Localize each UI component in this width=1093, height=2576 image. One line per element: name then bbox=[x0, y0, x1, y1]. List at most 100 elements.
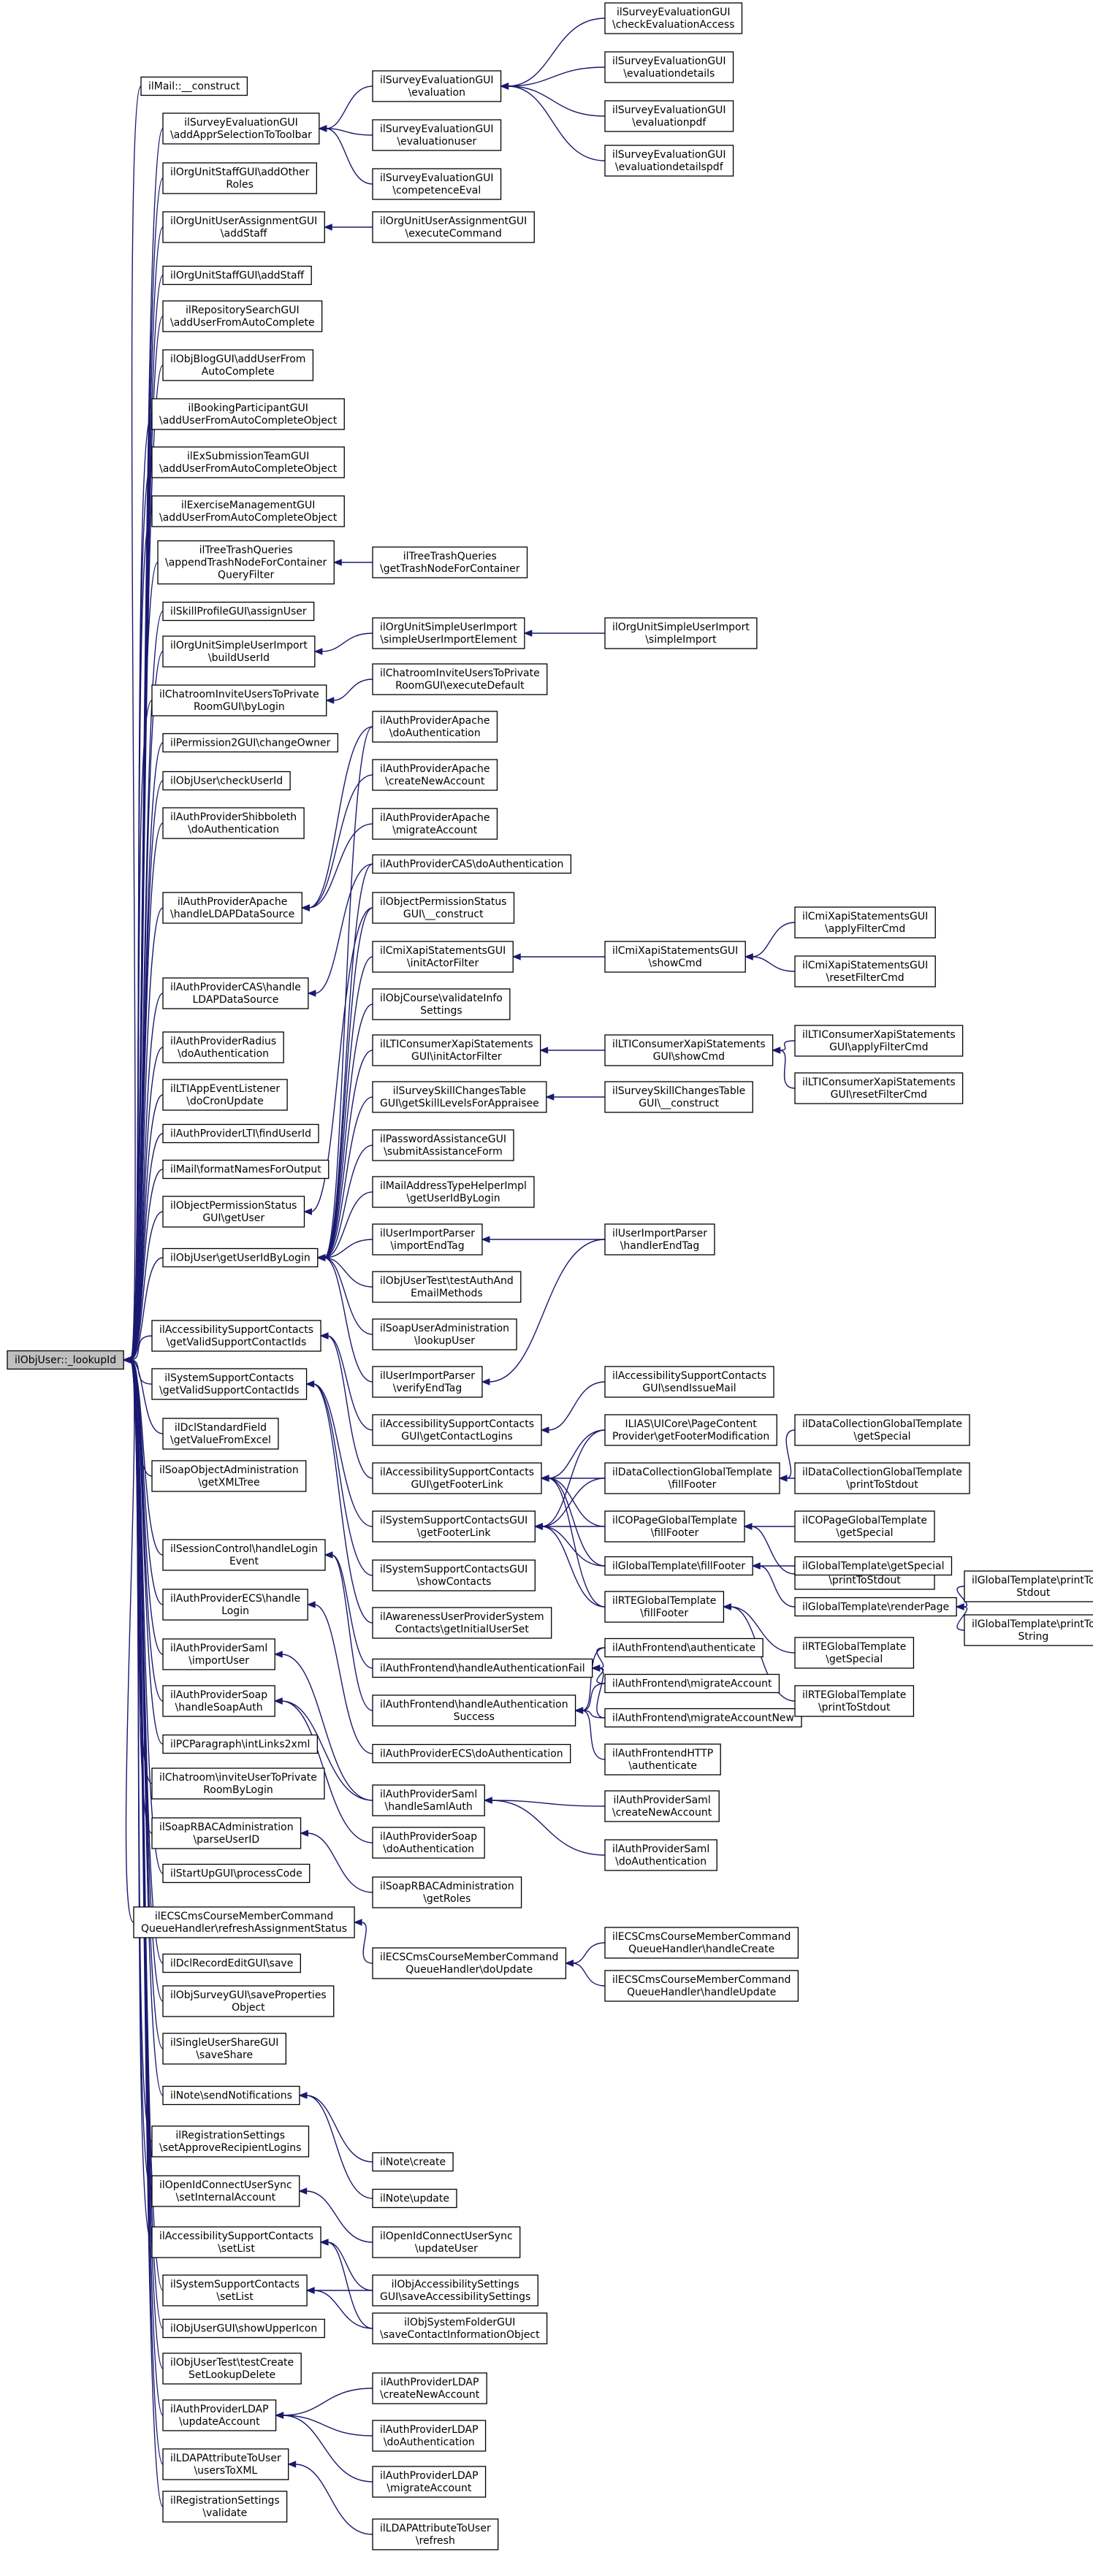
node-ilauthproviderlti-finduserid[interactable]: ilAuthProviderLTI\findUserId bbox=[162, 1123, 319, 1144]
node-ilcmixapistatementsgui-showcmd[interactable]: ilCmiXapiStatementsGUI\showCmd bbox=[604, 941, 746, 973]
node-ilsurveyevaluationgui-competenceeval[interactable]: ilSurveyEvaluationGUI\competenceEval bbox=[372, 168, 502, 200]
node-ilauthprovidersoap-doauthentication[interactable]: ilAuthProviderSoap\doAuthentication bbox=[372, 1827, 485, 1859]
node-ilexercisemanagementgui-adduserfromautocompleteobject[interactable]: ilExerciseManagementGUI\addUserFromAutoC… bbox=[151, 495, 345, 527]
node-ildatacollectionglobaltemplate-getspecial[interactable]: ilDataCollectionGlobalTemplate\getSpecia… bbox=[794, 1414, 970, 1446]
node-ilmail-formatnamesforoutput[interactable]: ilMail\formatNamesForOutput bbox=[162, 1159, 330, 1180]
node-ilauthprovidercas-doauthentication[interactable]: ilAuthProviderCAS\doAuthentication bbox=[372, 854, 572, 874]
node-ilobjbloggui-adduserfromautocomplete[interactable]: ilObjBlogGUI\addUserFromAutoComplete bbox=[162, 349, 314, 381]
node-ilauthprovidercas-handleldapdatasource[interactable]: ilAuthProviderCAS\handleLDAPDataSource bbox=[162, 977, 309, 1009]
node-ilopenidconnectusersync-updateuser[interactable]: ilOpenIdConnectUserSync\updateUser bbox=[372, 2226, 521, 2258]
node-ilnote-sendnotifications[interactable]: ilNote\sendNotifications bbox=[162, 2085, 300, 2106]
node-ilauthprovidersaml-createnewaccount[interactable]: ilAuthProviderSaml\createNewAccount bbox=[604, 1790, 720, 1822]
node-ilecscmscoursemembercommandqueuehandler-doupdate[interactable]: ilECSCmsCourseMemberCommandQueueHandler\… bbox=[372, 1947, 567, 1979]
node-ilnote-update[interactable]: ilNote\update bbox=[372, 2188, 457, 2209]
node-ilauthproviderecs-handlelogin[interactable]: ilAuthProviderECS\handleLogin bbox=[162, 1589, 308, 1621]
node-ilaccessibilitysupportcontactsgui-sendissuemail[interactable]: ilAccessibilitySupportContactsGUI\sendIs… bbox=[604, 1366, 774, 1398]
node-ilaccessibilitysupportcontacts-setlist[interactable]: ilAccessibilitySupportContacts\setList bbox=[151, 2226, 321, 2258]
node-iltreetrashqueries-gettrashnodeforcontainer[interactable]: ilTreeTrashQueries\getTrashNodeForContai… bbox=[372, 546, 528, 578]
node-ilsurveyevaluationgui-evaluationdetails[interactable]: ilSurveyEvaluationGUI\evaluationdetails bbox=[604, 51, 734, 83]
node-illdapattributetouser-refresh[interactable]: ilLDAPAttributeToUser\refresh bbox=[372, 2518, 499, 2550]
node-ilstartupgui-processcode[interactable]: ilStartUpGUI\processCode bbox=[162, 1863, 311, 1884]
node-ilchatroominviteuserstoprivateroomgui-executedefault[interactable]: ilChatroomInviteUsersToPrivateRoomGUI\ex… bbox=[372, 663, 548, 695]
node-ilmail-construct[interactable]: ilMail::__construct bbox=[140, 76, 248, 96]
node-ilpcparagraph-intlinks2xml[interactable]: ilPCParagraph\intLinks2xml bbox=[162, 1734, 319, 1754]
node-ilorgunitsimpleuserimport-simpleimport[interactable]: ilOrgUnitSimpleUserImport\simpleImport bbox=[604, 617, 758, 649]
node-ilcmixapistatementsgui-resetfiltercmd[interactable]: ilCmiXapiStatementsGUI\resetFilterCmd bbox=[794, 955, 936, 987]
node-ilaccessibilitysupportcontactsgui-getcontactlogins[interactable]: ilAccessibilitySupportContactsGUI\getCon… bbox=[372, 1414, 542, 1446]
node-illdapattributetouser-userstoxml[interactable]: ilLDAPAttributeToUser\usersToXML bbox=[162, 2448, 289, 2480]
node-ilsurveyevaluationgui-evaluationpdf[interactable]: ilSurveyEvaluationGUI\evaluationpdf bbox=[604, 100, 734, 132]
node-ilrteglobaltemplate-fillfooter[interactable]: ilRTEGlobalTemplate\fillFooter bbox=[604, 1591, 725, 1623]
node-ilobjsystemfoldergui-savecontactinformationobject[interactable]: ilObjSystemFolderGUI\saveContactInformat… bbox=[372, 2312, 548, 2344]
node-ilsurveyevaluationgui-evaluation[interactable]: ilSurveyEvaluationGUI\evaluation bbox=[372, 70, 502, 102]
node-ilauthfrontend-handleauthenticationsuccess[interactable]: ilAuthFrontend\handleAuthenticationSucce… bbox=[372, 1694, 576, 1727]
node-ilsoapuseradministration-lookupuser[interactable]: ilSoapUserAdministration\lookupUser bbox=[372, 1318, 517, 1350]
node-ilecscmscoursemembercommandqueuehandler-handleupdate[interactable]: ilECSCmsCourseMemberCommandQueueHandler\… bbox=[604, 1970, 799, 2002]
node-ilskillprofilegui-assignuser[interactable]: ilSkillProfileGUI\assignUser bbox=[162, 601, 315, 622]
node-ilpasswordassistancegui-submitassistanceform[interactable]: ilPasswordAssistanceGUI\submitAssistance… bbox=[372, 1129, 514, 1161]
node-ilchatroominviteuserstoprivateroomgui-bylogin[interactable]: ilChatroomInviteUsersToPrivateRoomGUI\by… bbox=[151, 684, 327, 716]
node-ilorgunituserassignmentgui-addstaff[interactable]: ilOrgUnitUserAssignmentGUI\addStaff bbox=[162, 211, 325, 243]
node-ilauthfrontend-migrateaccount[interactable]: ilAuthFrontend\migrateAccount bbox=[604, 1673, 780, 1694]
node-ildatacollectionglobaltemplate-printtostdout[interactable]: ilDataCollectionGlobalTemplate\printToSt… bbox=[794, 1462, 970, 1494]
node-ilsurveyevaluationgui-evaluationuser[interactable]: ilSurveyEvaluationGUI\evaluationuser bbox=[372, 119, 502, 151]
node-ilrteglobaltemplate-printtostdout[interactable]: ilRTEGlobalTemplate\printToStdout bbox=[794, 1685, 915, 1717]
node-iluserimportparser-handlerendtag[interactable]: ilUserImportParser\handlerEndTag bbox=[604, 1223, 715, 1255]
node-illticonsumerxapistatementsgui-applyfiltercmd[interactable]: ilLTIConsumerXapiStatementsGUI\applyFilt… bbox=[794, 1025, 964, 1057]
node-ilregistrationsettings-setapproverecipientlogins[interactable]: ilRegistrationSettings\setApproveRecipie… bbox=[151, 2125, 310, 2158]
node-ilauthproviderradius-doauthentication[interactable]: ilAuthProviderRadius\doAuthentication bbox=[162, 1031, 284, 1063]
node-ilauthproviderldap-createnewaccount[interactable]: ilAuthProviderLDAP\createNewAccount bbox=[372, 2372, 487, 2404]
node-ilsurveyevaluationgui-checkevaluationaccess[interactable]: ilSurveyEvaluationGUI\checkEvaluationAcc… bbox=[604, 2, 743, 34]
node-ilsoapobjectadministration-getxmltree[interactable]: ilSoapObjectAdministration\getXMLTree bbox=[151, 1460, 307, 1492]
node-ilaccessibilitysupportcontacts-getvalidsupportcontactids[interactable]: ilAccessibilitySupportContacts\getValidS… bbox=[151, 1320, 321, 1352]
node-ilbookingparticipantgui-adduserfromautocompleteobject[interactable]: ilBookingParticipantGUI\addUserFromAutoC… bbox=[151, 398, 345, 430]
node-ilaccessibilitysupportcontactsgui-getfooterlink[interactable]: ilAccessibilitySupportContactsGUI\getFoo… bbox=[372, 1462, 542, 1494]
node-ilauthfrontend-migrateaccountnew[interactable]: ilAuthFrontend\migrateAccountNew bbox=[604, 1708, 802, 1728]
node-ilcmixapistatementsgui-initactorfilter[interactable]: ilCmiXapiStatementsGUI\initActorFilter bbox=[372, 941, 514, 973]
node-ilobjusergui-showuppericon[interactable]: ilObjUserGUI\showUpperIcon bbox=[162, 2318, 325, 2339]
node-ilrepositorysearchgui-adduserfromautocomplete[interactable]: ilRepositorySearchGUI\addUserFromAutoCom… bbox=[162, 300, 323, 332]
node-ilglobaltemplate-printtostdout[interactable]: ilGlobalTemplate\printToStdout bbox=[964, 1570, 1093, 1602]
node-ilecscmscoursemembercommandqueuehandler-handlecreate[interactable]: ilECSCmsCourseMemberCommandQueueHandler\… bbox=[604, 1927, 799, 1959]
node-ilmailaddresstypehelperimpl-getuseridbylogin[interactable]: ilMailAddressTypeHelperImpl\getUserIdByL… bbox=[372, 1176, 535, 1208]
node-ilawarenessuserprovidersystemcontacts-getinitialuserset[interactable]: ilAwarenessUserProviderSystemContacts\ge… bbox=[372, 1607, 552, 1639]
node-ilauthfrontend-authenticate[interactable]: ilAuthFrontend\authenticate bbox=[604, 1637, 763, 1658]
node-ilauthproviderecs-doauthentication[interactable]: ilAuthProviderECS\doAuthentication bbox=[372, 1743, 571, 1764]
node-ilauthproviderldap-migrateaccount[interactable]: ilAuthProviderLDAP\migrateAccount bbox=[372, 2466, 487, 2498]
node-ilauthprovidersaml-doauthentication[interactable]: ilAuthProviderSaml\doAuthentication bbox=[604, 1839, 717, 1871]
node-ilsystemsupportcontactsgui-getfooterlink[interactable]: ilSystemSupportContactsGUI\getFooterLink bbox=[372, 1510, 536, 1543]
node-ilopenidconnectusersync-setinternalaccount[interactable]: ilOpenIdConnectUserSync\setInternalAccou… bbox=[151, 2175, 300, 2207]
node-ilsingleusersharegui-saveshare[interactable]: ilSingleUserShareGUI\saveShare bbox=[162, 2033, 287, 2065]
node-ilregistrationsettings-validate[interactable]: ilRegistrationSettings\validate bbox=[162, 2491, 288, 2523]
node-ilorgunitsimpleuserimport-simpleuserimportelement[interactable]: ilOrgUnitSimpleUserImport\simpleUserImpo… bbox=[372, 617, 525, 649]
node-ilcmixapistatementsgui-applyfiltercmd[interactable]: ilCmiXapiStatementsGUI\applyFilterCmd bbox=[794, 906, 936, 939]
node-ilobjuser-getuseridbylogin[interactable]: ilObjUser\getUserIdByLogin bbox=[162, 1247, 319, 1268]
node-ilias-uicore-pagecontentprovider-getfootermodification[interactable]: ILIAS\UICore\PageContentProvider\getFoot… bbox=[604, 1414, 777, 1446]
node-ilecscmscoursemembercommandqueuehandler-refreshassignmentsta[interactable]: ilECSCmsCourseMemberCommandQueueHandler\… bbox=[133, 1906, 355, 1938]
node-ilauthproviderapache-doauthentication[interactable]: ilAuthProviderApache\doAuthentication bbox=[372, 711, 498, 743]
node-ilauthproviderapache-createnewaccount[interactable]: ilAuthProviderApache\createNewAccount bbox=[372, 759, 498, 791]
node-ilauthproviderldap-updateaccount[interactable]: ilAuthProviderLDAP\updateAccount bbox=[162, 2399, 277, 2431]
node-ilsurveyskillchangestablegui-getskilllevelsforappraisee[interactable]: ilSurveySkillChangesTableGUI\getSkillLev… bbox=[372, 1081, 547, 1113]
node-ildclstandardfield-getvaluefromexcel[interactable]: ilDclStandardField\getValueFromExcel bbox=[162, 1418, 279, 1450]
node-ilglobaltemplate-fillfooter[interactable]: ilGlobalTemplate\fillFooter bbox=[604, 1556, 753, 1576]
node-ildatacollectionglobaltemplate-fillfooter[interactable]: ilDataCollectionGlobalTemplate\fillFoote… bbox=[604, 1462, 780, 1494]
node-ilorgunitsimpleuserimport-builduserid[interactable]: ilOrgUnitSimpleUserImport\buildUserId bbox=[162, 635, 316, 668]
node-ilauthproviderldap-doauthentication[interactable]: ilAuthProviderLDAP\doAuthentication bbox=[372, 2420, 487, 2452]
node-ilrteglobaltemplate-getspecial[interactable]: ilRTEGlobalTemplate\getSpecial bbox=[794, 1637, 915, 1669]
node-ilsurveyevaluationgui-addapprselectiontotoolbar[interactable]: ilSurveyEvaluationGUI\addApprSelectionTo… bbox=[162, 112, 320, 145]
node-iluserimportparser-verifyendtag[interactable]: ilUserImportParser\verifyEndTag bbox=[372, 1366, 483, 1398]
node-ildclrecordeditgui-save[interactable]: ilDclRecordEditGUI\save bbox=[162, 1953, 301, 1973]
node-ilsystemsupportcontacts-getvalidsupportcontactids[interactable]: ilSystemSupportContacts\getValidSupportC… bbox=[151, 1368, 308, 1400]
node-ilauthprovidershibboleth-doauthentication[interactable]: ilAuthProviderShibboleth\doAuthenticatio… bbox=[162, 807, 305, 839]
node-ilauthproviderapache-migrateaccount[interactable]: ilAuthProviderApache\migrateAccount bbox=[372, 808, 498, 840]
node-ilglobaltemplate-renderpage[interactable]: ilGlobalTemplate\renderPage bbox=[794, 1597, 957, 1617]
node-ilglobaltemplate-getspecial[interactable]: ilGlobalTemplate\getSpecial bbox=[794, 1556, 953, 1576]
